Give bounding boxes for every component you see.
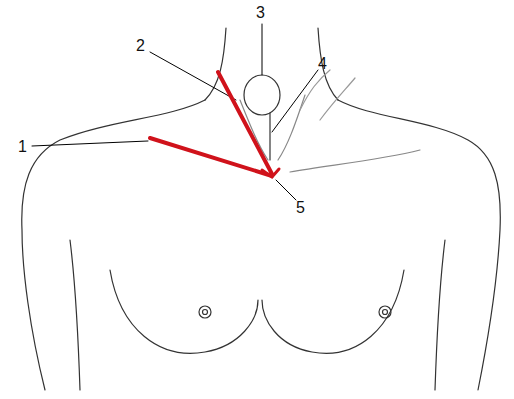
- nodule-circle: [244, 75, 280, 115]
- shoulder-outline: [22, 100, 205, 390]
- muscle-line: [300, 70, 330, 110]
- callout-number: 1: [18, 139, 27, 155]
- nipple: [199, 306, 211, 318]
- trachea-line: [269, 113, 270, 160]
- neck-outline: [205, 28, 226, 100]
- callout-number: 2: [136, 38, 145, 54]
- muscle-line: [320, 78, 355, 120]
- arm-line: [435, 240, 445, 390]
- arm-line: [70, 240, 80, 390]
- nipple: [383, 310, 388, 315]
- incision-line: [218, 72, 272, 174]
- muscle-line: [240, 100, 268, 160]
- nipple: [379, 306, 391, 318]
- muscle-line: [278, 95, 305, 160]
- neck-outline: [318, 28, 338, 100]
- leader-line: [32, 141, 148, 146]
- breast-outline: [110, 270, 258, 353]
- breast-outline: [262, 270, 404, 353]
- callout-number: 4: [318, 56, 327, 72]
- leader-line: [150, 52, 236, 100]
- incision-apex: [262, 169, 279, 177]
- clavicle-line: [290, 150, 420, 172]
- callout-number: 5: [296, 200, 305, 216]
- leader-line: [276, 180, 296, 200]
- nipple: [203, 310, 208, 315]
- shoulder-outline: [338, 100, 500, 390]
- leader-line: [272, 70, 318, 132]
- leader-line: [262, 24, 263, 75]
- callout-number: 3: [256, 5, 265, 21]
